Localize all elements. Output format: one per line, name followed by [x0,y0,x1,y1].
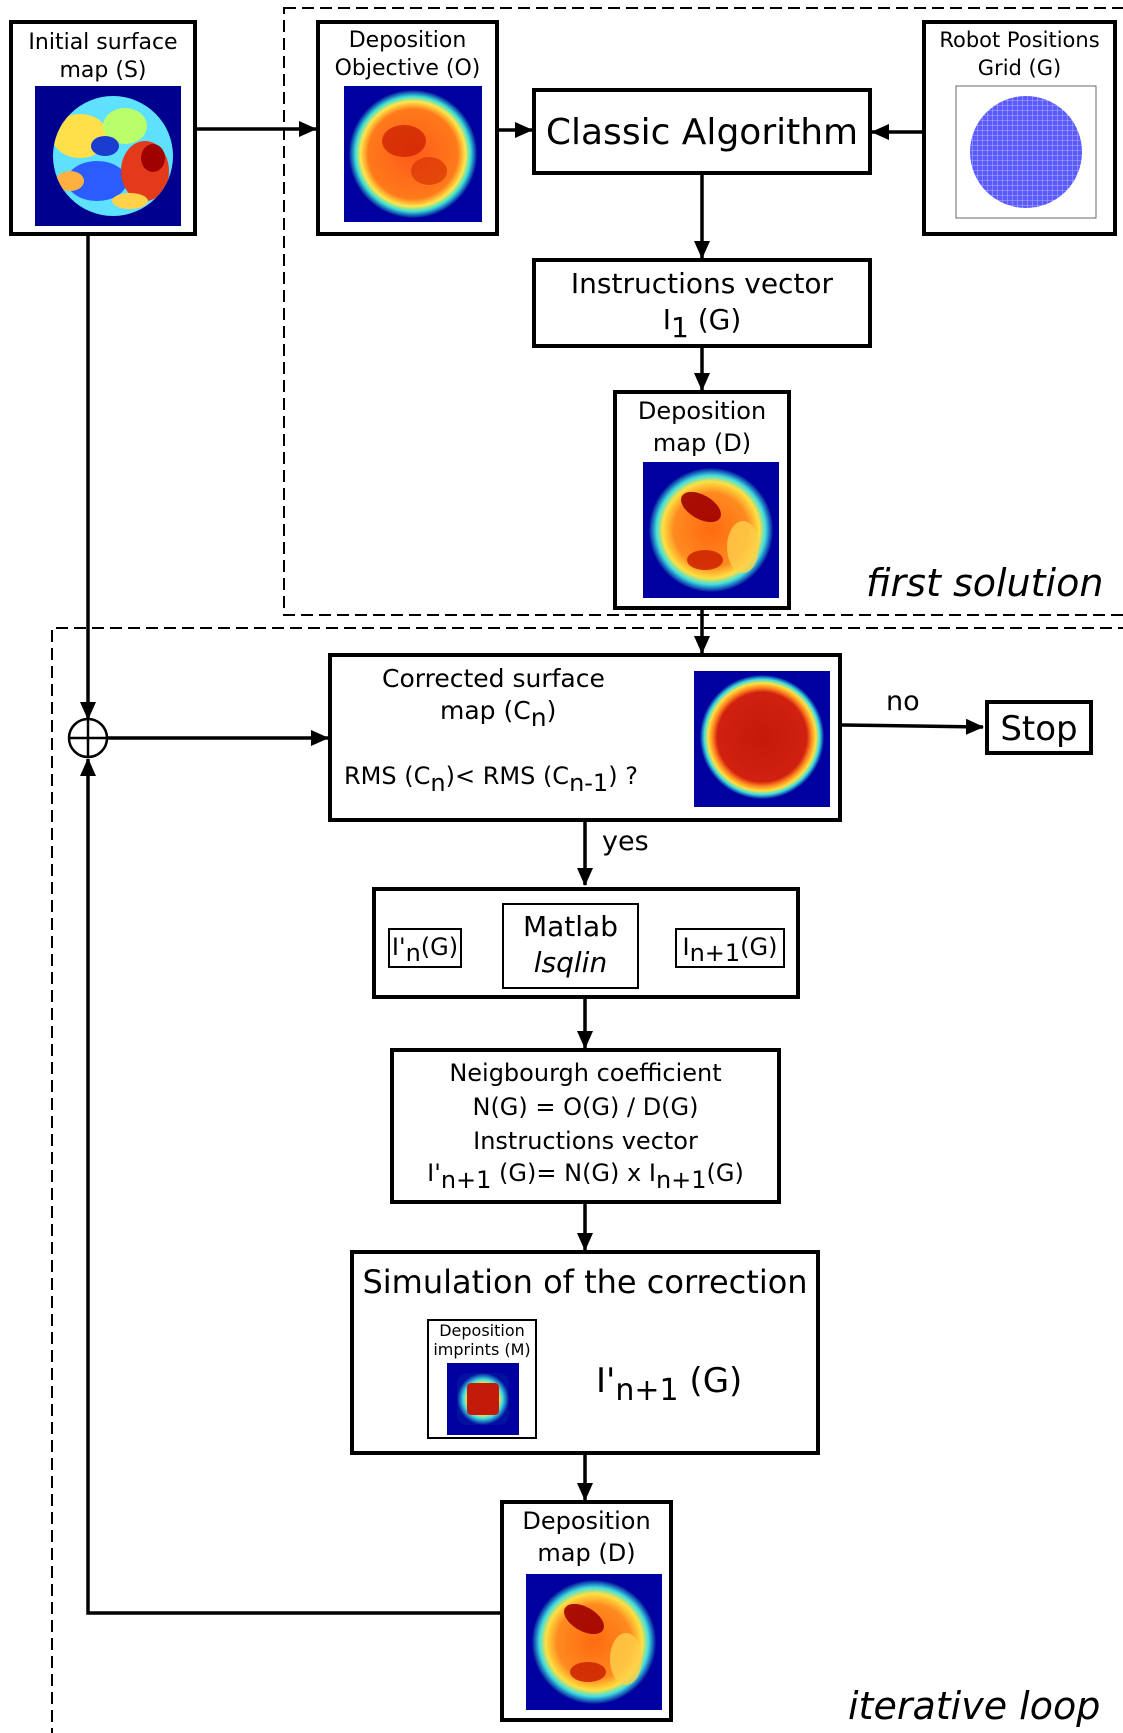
matlab-box: Matlab lsqlin [502,903,639,989]
iterative-loop-region [51,627,1123,1733]
simulation-box: Simulation of the correction Deposition … [350,1250,820,1455]
first-solution-label: first solution [866,561,1104,605]
classic-algorithm-box: Classic Algorithm [532,88,872,175]
corrected-surface-heatmap [694,671,830,807]
iterative-loop-label: iterative loop [848,1684,1101,1728]
deposition-map-loop-line2: map (D) [537,1539,636,1567]
deposition-objective-heatmap [344,86,482,222]
initial-surface-line2: map (S) [59,58,147,83]
matlab-label: Matlab [522,910,618,943]
robot-grid-plot [942,80,1102,228]
neighbour-line4: I'n+1 (G)= N(G) x In+1(G) [427,1159,744,1194]
corrected-surface-line2: map (Cn) [440,696,557,732]
yes-label: yes [602,826,649,857]
initial-surface-line1: Initial surface [28,30,178,55]
instructions-vector-line2: I1 (G) [662,303,742,344]
rms-condition: RMS (Cn)< RMS (Cn-1) ? [344,762,638,797]
deposition-map-loop-heatmap [526,1574,662,1710]
initial-surface-box: Initial surface map (S) [9,20,197,236]
neighbour-line2: N(G) = O(G) / D(G) [472,1093,699,1121]
first-solution-region [283,7,1123,616]
neighbour-line3: Instructions vector [473,1127,698,1155]
deposition-objective-box: Deposition Objective (O) [316,20,499,236]
deposition-map-first-line1: Deposition [637,397,767,425]
input-vector-box: I'n(G) [388,928,462,968]
instructions-vector-line1: Instructions vector [570,267,834,300]
stop-box: Stop [985,700,1093,755]
robot-grid-line1: Robot Positions [939,28,1100,52]
arrow-no-to-stop [841,718,984,735]
imprint-heatmap [447,1363,519,1435]
neighbour-line1: Neigbourgh coefficient [449,1059,722,1087]
simulation-title: Simulation of the correction [362,1263,808,1301]
corrected-surface-box: Corrected surface map (Cn) RMS (Cn)< RMS… [328,653,842,822]
deposition-map-first-line2: map (D) [652,429,752,457]
imprint-line2: imprints (M) [433,1340,531,1359]
corrected-surface-line1: Corrected surface [382,664,605,693]
lsqlin-box: I'n(G) Matlab lsqlin In+1(G) [372,887,800,999]
output-vector-box: In+1(G) [675,928,785,968]
feedback-line [80,758,500,1615]
classic-algorithm-label: Classic Algorithm [545,112,859,153]
deposition-map-loop-line1: Deposition [522,1507,651,1535]
convolution-term: I'n+1 (G) [596,1361,743,1408]
lsqlin-label: lsqlin [533,946,608,979]
deposition-objective-line1: Deposition [348,28,467,53]
instructions-vector-box: Instructions vector I1 (G) [532,258,872,348]
neighbour-coefficient-box: Neigbourgh coefficient N(G) = O(G) / D(G… [390,1048,781,1204]
deposition-map-loop-box: Deposition map (D) [500,1500,673,1722]
imprint-line1: Deposition [439,1321,525,1340]
deposition-map-first-heatmap [643,462,779,598]
no-label: no [886,686,920,717]
deposition-map-first-box: Deposition map (D) [613,390,791,610]
deposition-objective-line2: Objective (O) [334,56,481,81]
initial-surface-heatmap [35,86,181,226]
stop-label: Stop [1000,709,1078,749]
robot-grid-box: Robot Positions Grid (G) [922,20,1117,236]
robot-grid-line2: Grid (G) [977,56,1062,80]
imprint-box: Deposition imprints (M) [427,1319,537,1439]
